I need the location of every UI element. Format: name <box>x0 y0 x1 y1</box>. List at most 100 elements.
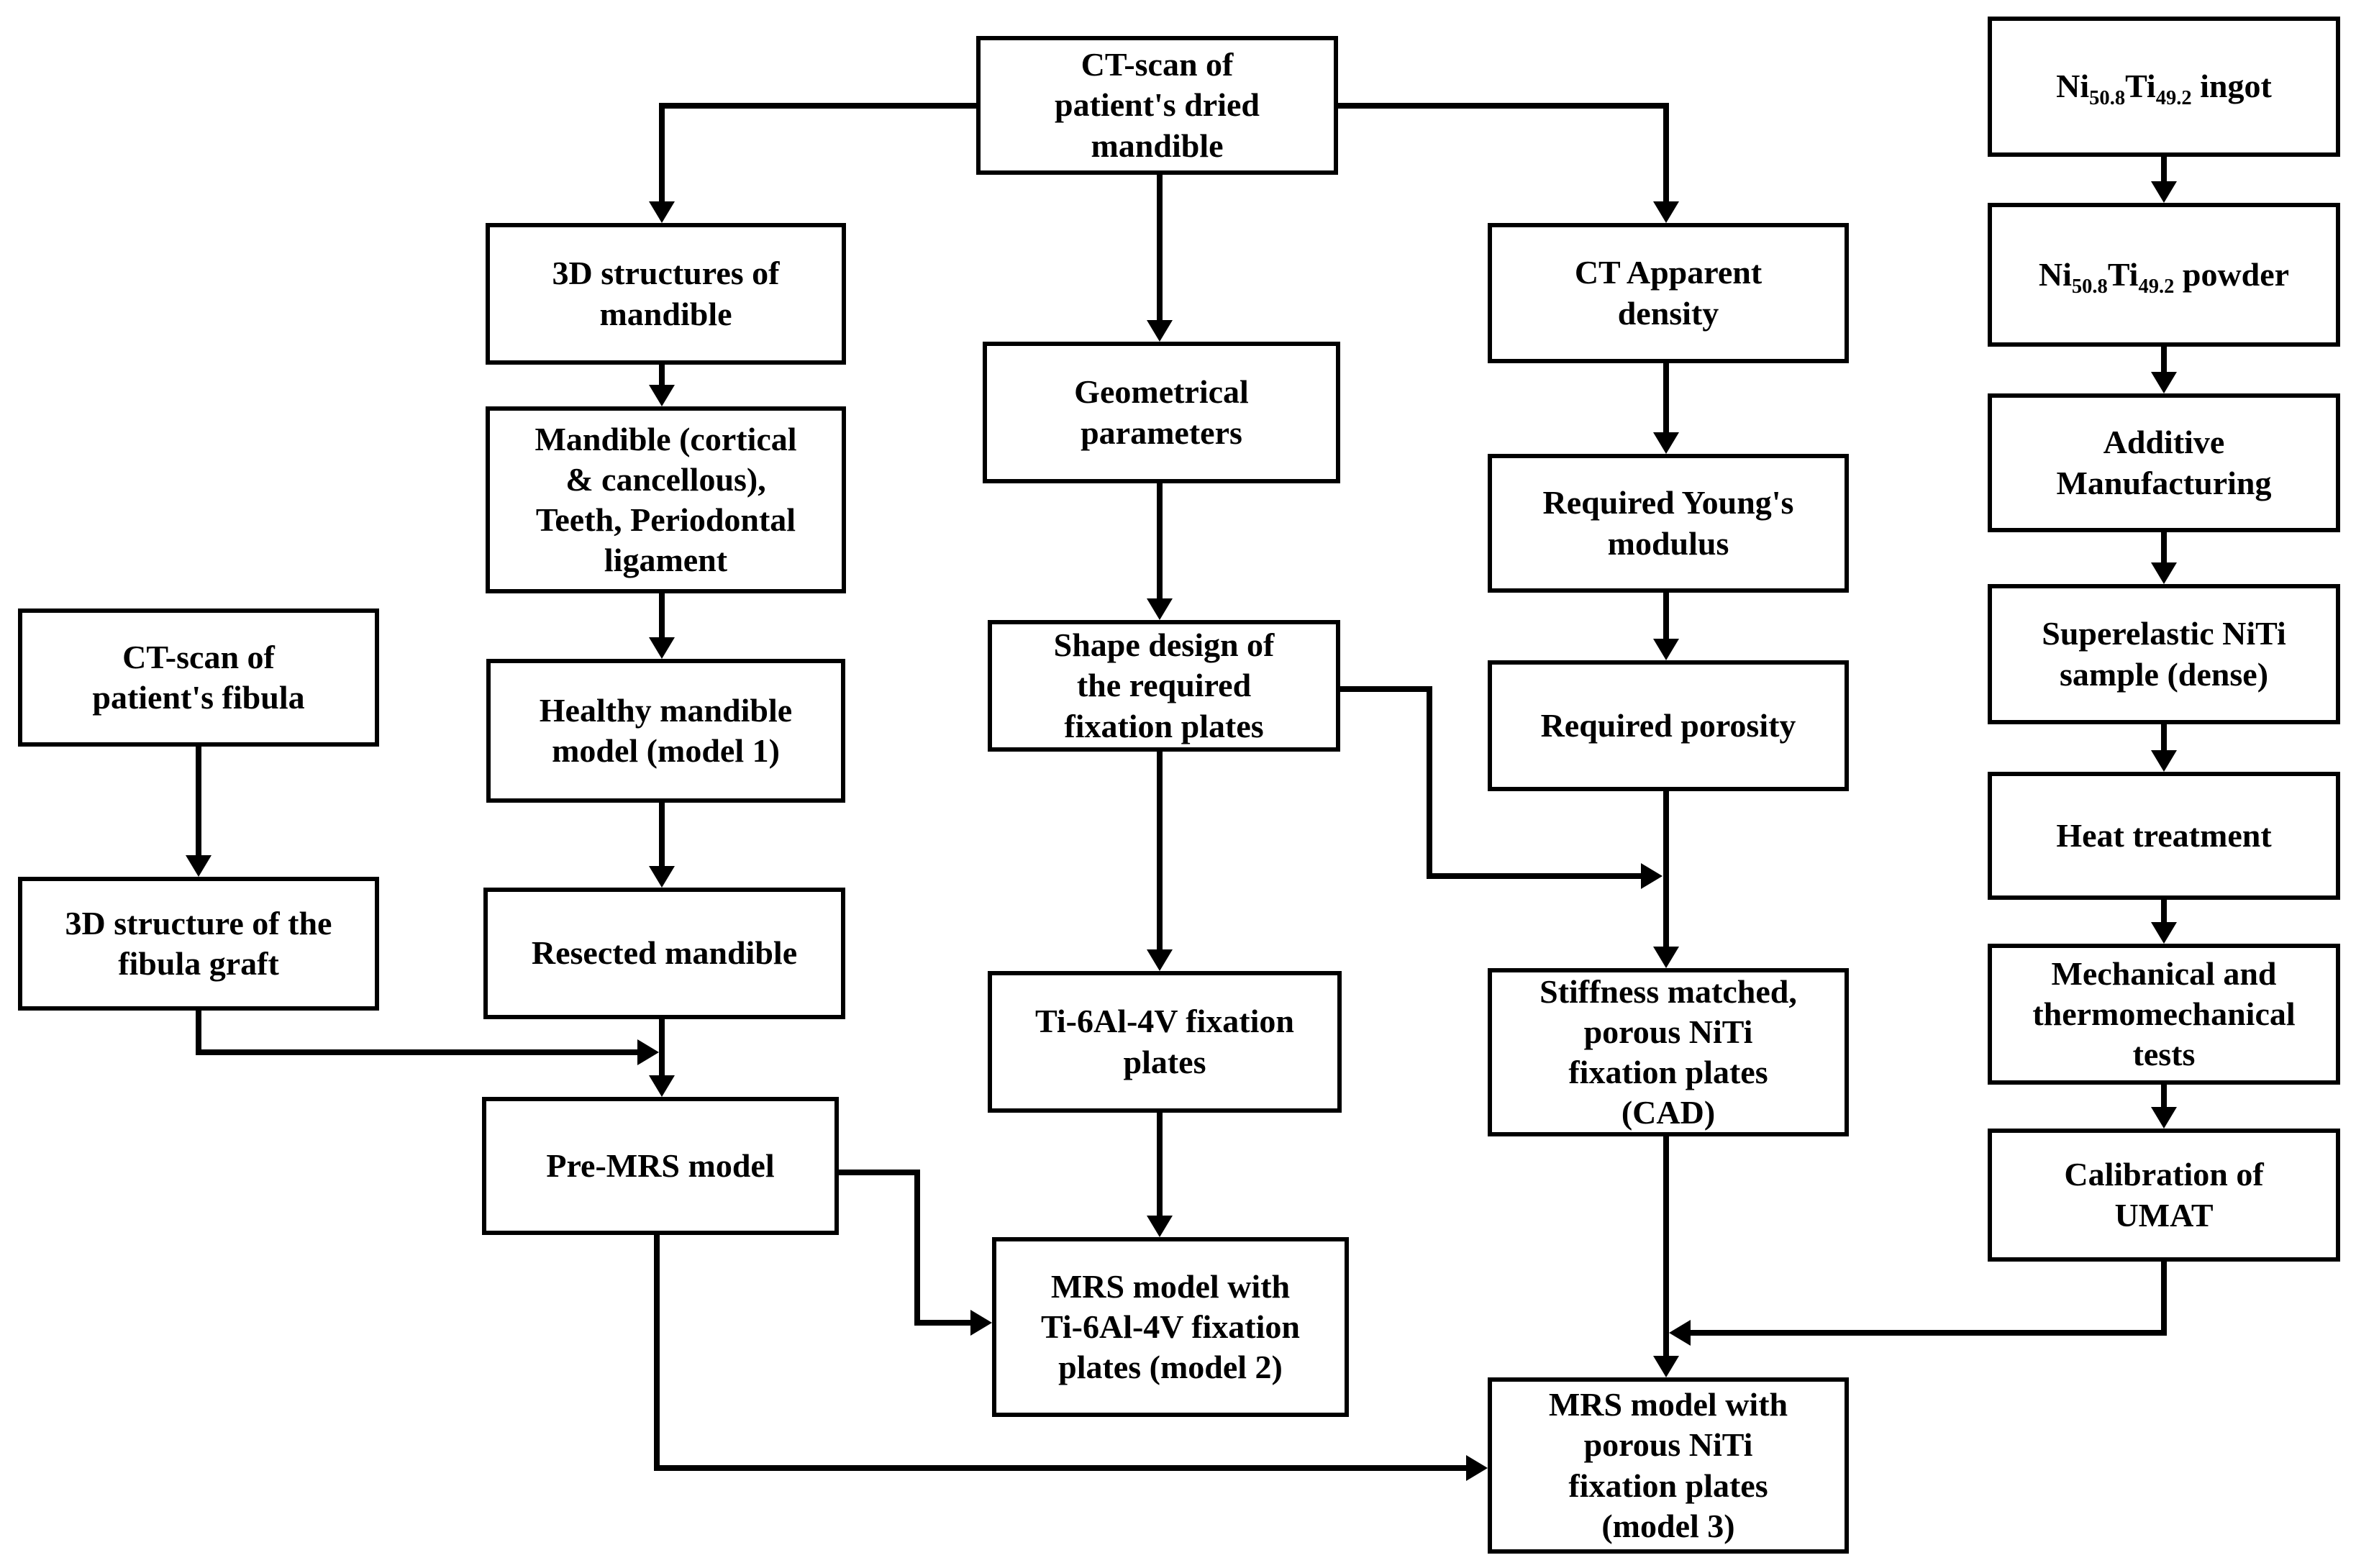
node-label: Shape design of the required fixation pl… <box>1053 626 1275 744</box>
node-mrs-model-3: MRS model with porous NiTi fixation plat… <box>1488 1377 1849 1554</box>
node-label: Calibration of UMAT <box>2064 1156 2264 1234</box>
connector-fibula-ct-to-graft <box>196 747 201 855</box>
connector-premrs-elbow-h2 <box>914 1320 970 1326</box>
connector-youngs-to-porosity <box>1663 593 1669 639</box>
node-niti-powder: Ni50.8Ti49.2 powder <box>1988 203 2340 347</box>
node-label: Pre-MRS model <box>546 1147 775 1184</box>
arrowhead-into-am <box>2151 372 2177 393</box>
arrowhead-graft-merge <box>637 1039 659 1065</box>
connector-superelastic-to-heat <box>2161 724 2167 750</box>
node-label: CT-scan of patient's fibula <box>92 638 305 716</box>
node-label: Healthy mandible model (model 1) <box>539 691 793 769</box>
node-additive-manufacturing: Additive Manufacturing <box>1988 393 2340 532</box>
arrowhead-into-youngs <box>1653 432 1679 454</box>
arrowhead-into-resected <box>649 866 675 888</box>
arrowhead-into-mrs-model3-left <box>1466 1455 1488 1481</box>
arrowhead-shape-merge <box>1641 863 1663 889</box>
arrowhead-into-premrs <box>649 1075 675 1097</box>
node-label: Required porosity <box>1540 706 1796 744</box>
arrowhead-into-porosity <box>1653 639 1679 660</box>
arrowhead-into-model3-top <box>1653 1356 1679 1377</box>
node-label: Resected mandible <box>531 934 798 972</box>
node-shape-design-fixation-plates: Shape design of the required fixation pl… <box>988 620 1340 752</box>
connector-mech-to-umat <box>2161 1085 2167 1107</box>
connector-tiplates-to-model2 <box>1157 1113 1163 1216</box>
connector-umat-return-h <box>1691 1330 2167 1336</box>
connector-umat-down <box>2161 1262 2167 1336</box>
connector-density-to-youngs <box>1663 363 1669 432</box>
connector-right-branch-down <box>1663 103 1669 201</box>
node-label: Mechanical and thermomechanical tests <box>2032 954 2296 1073</box>
arrowhead-into-ct-density <box>1653 201 1679 223</box>
node-label: CT Apparent density <box>1574 254 1763 332</box>
connector-premrs-bottom-v <box>654 1235 660 1471</box>
connector-ingot-to-powder <box>2161 157 2167 181</box>
node-ti6al4v-fixation-plates: Ti-6Al-4V fixation plates <box>988 971 1342 1113</box>
connector-premrs-elbow-h1 <box>839 1170 920 1175</box>
connector-graft-down <box>196 1011 201 1055</box>
arrowhead-into-shape-design <box>1147 598 1173 620</box>
node-healthy-mandible-model: Healthy mandible model (model 1) <box>486 659 845 803</box>
arrowhead-into-tiplates <box>1147 949 1173 971</box>
arrowhead-into-heat <box>2151 750 2177 772</box>
arrowhead-into-superelastic <box>2151 562 2177 584</box>
node-pre-mrs-model: Pre-MRS model <box>482 1097 839 1235</box>
arrowhead-into-mrs-model2 <box>970 1310 992 1336</box>
node-label: Required Young's modulus <box>1542 484 1794 562</box>
connector-parts-to-healthy <box>659 593 665 637</box>
arrowhead-into-model2-top <box>1147 1216 1173 1237</box>
arrowhead-umat-merge <box>1669 1320 1691 1346</box>
connector-powder-to-am <box>2161 347 2167 372</box>
connector-shape-elbow-h1 <box>1340 686 1429 692</box>
node-label: Additive Manufacturing <box>2056 424 2272 501</box>
node-label: Mandible (cortical & cancellous), Teeth,… <box>535 420 797 579</box>
node-label: Ti-6Al-4V fixation plates <box>1035 1003 1294 1080</box>
node-niti-ingot: Ni50.8Ti49.2 ingot <box>1988 17 2340 157</box>
arrowhead-into-mandible-parts <box>649 385 675 406</box>
connector-shape-elbow-h2 <box>1427 873 1641 879</box>
connector-shape-to-tiplates <box>1157 752 1163 949</box>
node-label: Ni50.8Ti49.2 powder <box>2038 255 2290 298</box>
node-ct-scan-dried-mandible: CT-scan of patient's dried mandible <box>976 36 1338 175</box>
node-label: Heat treatment <box>2056 816 2272 854</box>
node-label: Stiffness matched, porous NiTi fixation … <box>1539 972 1797 1131</box>
node-3d-structure-fibula-graft: 3D structure of the fibula graft <box>18 877 379 1011</box>
connector-shape-elbow-v <box>1427 686 1432 879</box>
node-label: Geometrical parameters <box>1074 373 1249 451</box>
arrowhead-into-fibula-graft <box>186 855 212 877</box>
arrowhead-into-3d-structures <box>649 201 675 223</box>
node-label: CT-scan of patient's dried mandible <box>1055 46 1260 164</box>
node-mechanical-tests: Mechanical and thermomechanical tests <box>1988 944 2340 1085</box>
connector-top-to-geometrical <box>1157 175 1163 320</box>
node-mrs-model-2: MRS model with Ti-6Al-4V fixation plates… <box>992 1237 1349 1417</box>
arrowhead-into-umat <box>2151 1107 2177 1129</box>
connector-graft-merge-horizontal <box>196 1049 637 1055</box>
connector-premrs-bottom-h <box>654 1465 1466 1471</box>
node-3d-structures-mandible: 3D structures of mandible <box>486 223 846 365</box>
arrowhead-into-mech <box>2151 922 2177 944</box>
node-label: MRS model with Ti-6Al-4V fixation plates… <box>1041 1267 1300 1386</box>
node-ct-scan-fibula: CT-scan of patient's fibula <box>18 608 379 747</box>
connector-top-to-right-branch <box>1338 103 1669 109</box>
node-geometrical-parameters: Geometrical parameters <box>983 342 1340 483</box>
node-stiffness-matched-niti-plates: Stiffness matched, porous NiTi fixation … <box>1488 968 1849 1136</box>
arrowhead-into-healthy-model <box>649 637 675 659</box>
node-label: 3D structure of the fibula graft <box>65 904 332 982</box>
connector-top-to-left-branch <box>659 103 976 109</box>
node-superelastic-niti-sample: Superelastic NiTi sample (dense) <box>1988 584 2340 724</box>
node-label: Superelastic NiTi sample (dense) <box>2042 615 2286 693</box>
node-required-porosity: Required porosity <box>1488 660 1849 791</box>
node-label: Ni50.8Ti49.2 ingot <box>2056 68 2272 110</box>
connector-am-to-superelastic <box>2161 532 2167 562</box>
node-resected-mandible: Resected mandible <box>483 888 845 1019</box>
arrowhead-into-stiffness <box>1653 947 1679 968</box>
node-label: MRS model with porous NiTi fixation plat… <box>1548 1386 1788 1544</box>
connector-heat-to-mech <box>2161 900 2167 922</box>
connector-premrs-elbow-v <box>914 1170 920 1326</box>
connector-resected-to-premrs <box>659 1019 665 1075</box>
connector-healthy-to-resected <box>659 803 665 866</box>
connector-stiffness-to-model3 <box>1663 1136 1669 1356</box>
node-mandible-components: Mandible (cortical & cancellous), Teeth,… <box>486 406 846 593</box>
connector-left-branch-down <box>659 103 665 201</box>
connector-porosity-to-stiffness <box>1663 791 1669 947</box>
